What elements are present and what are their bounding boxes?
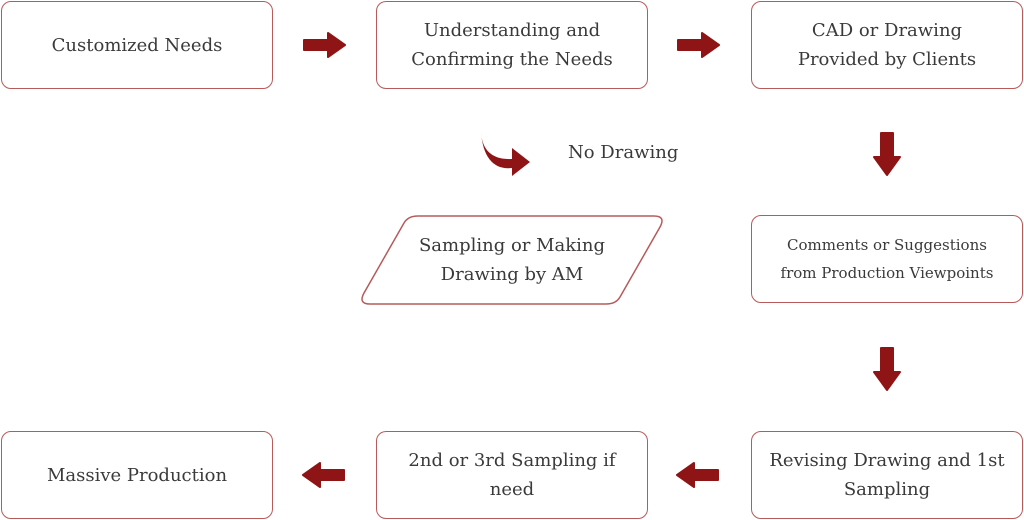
step-label-line1: CAD or Drawing (811, 20, 963, 41)
step-label-line2: Sampling (843, 479, 931, 500)
step-label-line1: Comments or Suggestions (787, 236, 987, 254)
step-massive-production: Massive Production (1, 431, 273, 519)
step-sampling-making-drawing (361, 215, 663, 305)
step-label-line2: need (489, 479, 535, 500)
step-label-line2: Provided by Clients (797, 49, 977, 70)
step-label-line1: 2nd or 3rd Sampling if (408, 450, 616, 471)
step-customized-needs: Customized Needs (1, 1, 273, 89)
arrow-down-icon (873, 347, 901, 391)
step-comments-suggestions: Comments or Suggestions from Production … (751, 215, 1023, 303)
step-label-line1: Sampling or Making (418, 235, 606, 256)
step-second-third-sampling: 2nd or 3rd Sampling if need (376, 431, 648, 519)
arrow-left-icon (302, 462, 345, 488)
arrow-left-icon (676, 462, 719, 488)
step-label: Massive Production (46, 464, 228, 486)
arrow-down-icon (873, 132, 901, 176)
step-revising-drawing: Revising Drawing and 1st Sampling (751, 431, 1023, 519)
step-label-line1: Revising Drawing and 1st (769, 450, 1005, 471)
step-cad-drawing: CAD or Drawing Provided by Clients (751, 1, 1023, 89)
curved-arrow-icon (481, 132, 530, 176)
step-label-line2: from Production Viewpoints (780, 264, 994, 282)
step-understanding-needs: Understanding and Confirming the Needs (376, 1, 648, 89)
step-label-line2: Drawing by AM (440, 264, 584, 285)
arrow-right-icon (303, 32, 346, 58)
no-drawing-label: No Drawing (568, 142, 679, 163)
step-label-line2: Confirming the Needs (411, 49, 613, 70)
step-sampling-label: Sampling or Making Drawing by AM (358, 215, 666, 305)
step-label: Customized Needs (51, 34, 223, 56)
arrow-right-icon (677, 32, 720, 58)
step-label-line1: Understanding and (423, 20, 601, 41)
